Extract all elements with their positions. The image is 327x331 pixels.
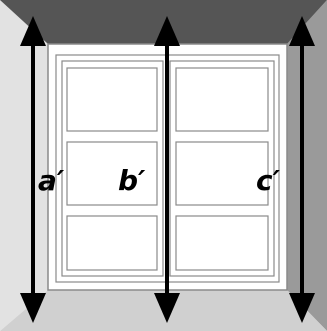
arrow-b [154,16,180,323]
arrow-b-head-bottom [154,293,180,323]
label-c: c′ [256,164,281,197]
label-b: b′ [118,164,146,197]
arrow-c [289,16,315,323]
arrow-a-head-top [20,16,46,46]
left-pane-bottom [66,215,158,271]
ceiling-reveal [0,0,327,44]
left-reveal-wall [0,0,48,331]
right-pane-bottom [175,215,269,271]
right-reveal-wall [287,0,327,331]
left-pane-middle [66,141,158,206]
arrow-c-head-top [289,16,315,46]
arrow-c-head-bottom [289,293,315,323]
right-pane-top [175,67,269,132]
arrow-a-head-bottom [20,293,46,323]
right-pane-middle [175,141,269,206]
arrow-b-head-top [154,16,180,46]
left-pane-top [66,67,158,132]
arrow-a [20,16,46,323]
label-a: a′ [38,164,65,197]
